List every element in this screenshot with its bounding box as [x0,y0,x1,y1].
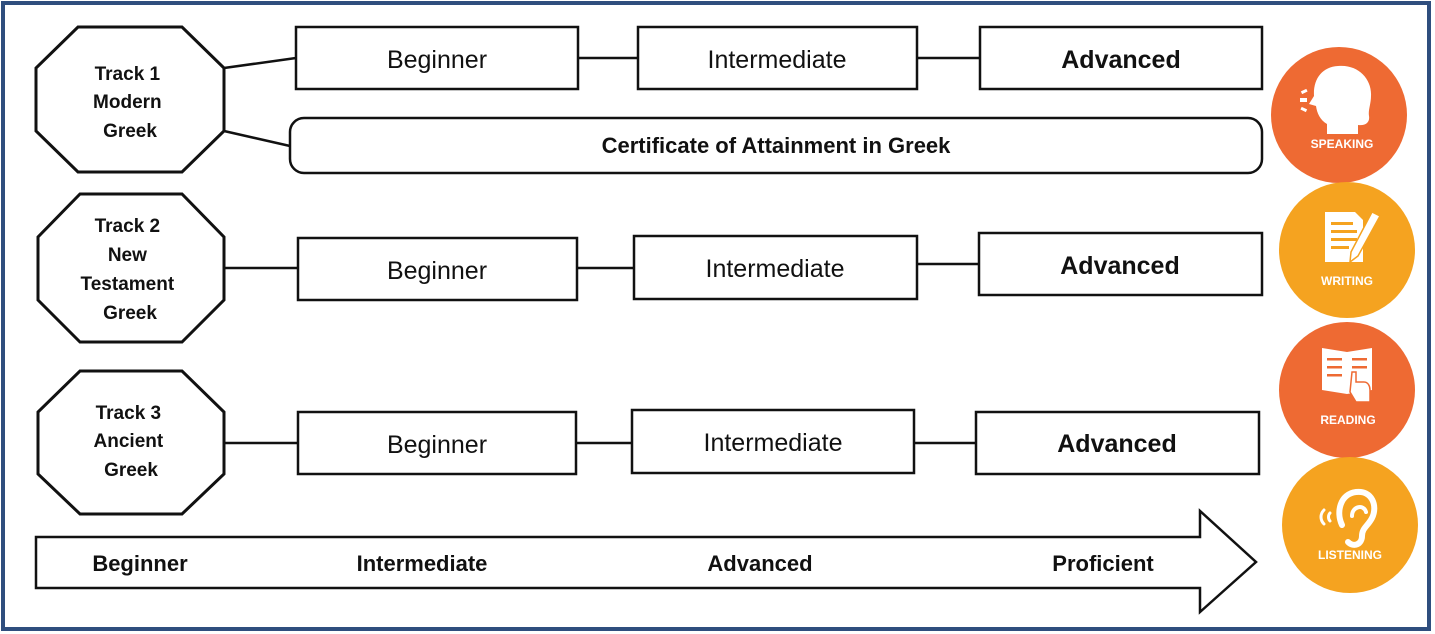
arrow-shape [34,508,1258,615]
writing-badge: WRITING [1279,182,1415,318]
track-2-intermediate-box [632,234,919,301]
track-3-advanced-label: Advanced [1057,430,1176,458]
track-3-label-line: Ancient [94,431,164,452]
track-1-advanced-box [978,25,1264,91]
reading-badge: READING [1279,322,1415,458]
speaking-head-icon [1300,65,1372,134]
track-2-label: Track 2 New Testament Greek [81,216,180,324]
ear-icon [1319,488,1378,548]
speaking-label: SPEAKING [1311,137,1374,151]
progression-arrow: Beginner Intermediate Advanced Proficien… [34,508,1258,615]
track-2-octagon [36,192,226,344]
track-2-label-line: Greek [103,303,157,324]
certificate-label: Certificate of Attainment in Greek [602,133,952,158]
track-1-label: Track 1 Modern Greek [93,64,167,142]
certificate-box [288,116,1264,175]
open-book-icon [1322,348,1372,403]
track-2-advanced-box [977,231,1264,297]
track-2-label-line: Testament [81,274,175,295]
track-1-beginner-box [294,25,580,91]
track-1-label-line: Modern [93,92,162,113]
track-3-intermediate-box [630,408,916,475]
track-3-beginner-label: Beginner [387,431,487,459]
track-2: Track 2 New Testament Greek Beginner Int… [36,192,1264,344]
track-3-intermediate-label: Intermediate [704,429,843,457]
track-2-label-line: New [108,245,147,266]
connectors [223,56,980,445]
listening-badge-circle [1282,457,1418,593]
track-1-label-line: Greek [103,121,157,142]
track-1-advanced-label: Advanced [1061,46,1180,74]
track-3-label-line: Track 3 [96,403,162,424]
track-2-beginner-box [296,236,579,302]
track-3: Track 3 Ancient Greek Beginner Intermedi… [36,369,1261,516]
progression-label-intermediate: Intermediate [357,551,488,576]
skill-badges: SPEAKING WRITING [1271,47,1418,593]
progression-label-proficient: Proficient [1052,551,1154,576]
track-3-beginner-box [296,410,578,476]
track-2-advanced-label: Advanced [1060,252,1179,280]
track-1-intermediate-label: Intermediate [708,46,847,74]
connector-t1-beginner [223,56,297,70]
reading-label: READING [1320,413,1375,427]
listening-label: LISTENING [1318,548,1382,562]
writing-document-icon [1325,211,1382,264]
listening-badge: LISTENING [1282,457,1418,593]
track-1-label-line: Track 1 [95,64,161,85]
track-3-octagon [36,369,226,516]
writing-label: WRITING [1321,274,1373,288]
connector-t1-certificate [223,129,291,148]
progression-label-advanced: Advanced [707,551,812,576]
speaking-badge: SPEAKING [1271,47,1407,183]
track-1-intermediate-box [636,25,919,91]
track-3-label-line: Greek [104,460,158,481]
track-3-label: Track 3 Ancient Greek [94,403,169,481]
track-3-advanced-box [974,410,1261,476]
track-1-octagon [34,25,226,174]
track-1: Track 1 Modern Greek Beginner Intermedia… [34,25,1264,175]
track-2-label-line: Track 2 [95,216,161,237]
track-1-beginner-label: Beginner [387,46,487,74]
progression-label-beginner: Beginner [92,551,188,576]
track-2-intermediate-label: Intermediate [706,255,845,283]
track-2-beginner-label: Beginner [387,257,487,285]
